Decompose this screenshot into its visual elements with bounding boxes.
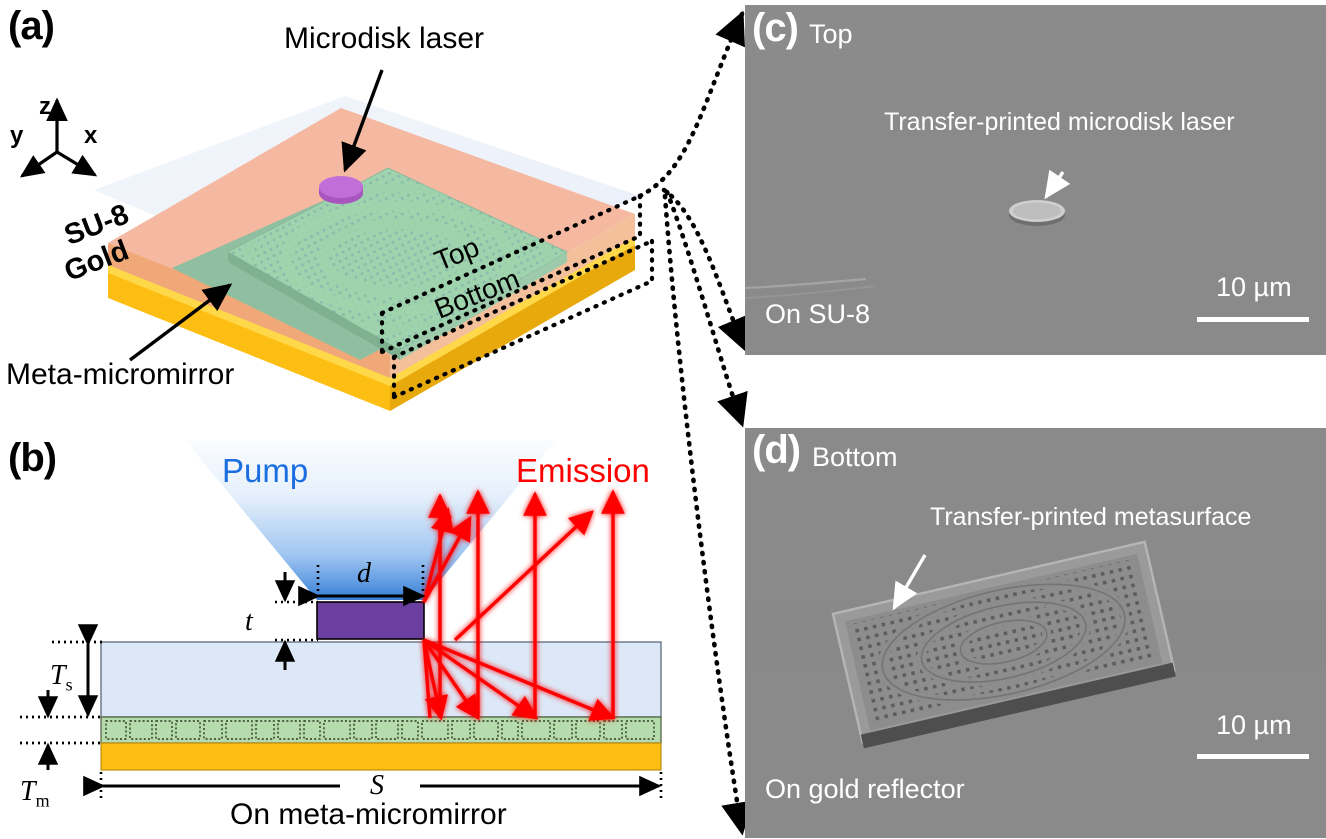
microdisk-pointer-arrow-c [1044, 169, 1071, 200]
metasurface-grating [105, 720, 655, 740]
dim-S [83, 772, 663, 800]
dim-Tm-base: T [20, 776, 36, 807]
gold-front-face [108, 272, 390, 411]
axis-y-label: y [10, 122, 24, 149]
dim-Ts-label: Ts [50, 660, 73, 696]
panel-b-label: (b) [8, 436, 57, 480]
gold-highlight-right [390, 237, 635, 386]
panel-c-scalebar-label: 10 µm [1216, 272, 1292, 302]
axis-triad [19, 97, 98, 178]
panel-d-label: (d) [752, 428, 801, 472]
meta-micromirror-label: Meta-micromirror [6, 358, 235, 391]
panel-a-dotted-outline [379, 193, 655, 400]
panel-a-label: (a) [8, 4, 55, 48]
axis-z-label: z [39, 93, 51, 120]
microdisk-top [319, 176, 363, 198]
metasurface-pointer-arrow-d [892, 554, 927, 611]
gold-layer [100, 742, 662, 771]
dim-Ts [20, 624, 104, 719]
su8-layer [100, 641, 662, 718]
dim-d [298, 565, 426, 607]
gold-highlight-front [108, 265, 390, 386]
dim-d-label: d [357, 558, 371, 589]
axis-x-label: x [84, 122, 98, 149]
panel-d-scalebar-line [1197, 754, 1309, 759]
dim-Tm [20, 741, 104, 770]
panel-c-substrate-note: On SU-8 [765, 299, 871, 329]
panel-b-caption: On meta-micromirror [230, 798, 507, 831]
dim-S-label: S [370, 770, 384, 801]
metasurface-front-edge [228, 252, 400, 360]
panel-c-sublabel: Top [809, 19, 853, 49]
dim-Ts-base: T [50, 660, 66, 691]
panel-d-annotation: Transfer-printed metasurface [930, 503, 1252, 531]
emission-rays [422, 489, 625, 721]
panel-c-label: (c) [752, 6, 799, 50]
su8-right-face [390, 214, 635, 385]
dim-Ts-sub: s [65, 674, 73, 695]
panel-c-scalebar-line [1197, 317, 1309, 322]
su8-front-face [108, 243, 390, 385]
dim-t [274, 572, 318, 670]
microdisk-block [316, 601, 425, 640]
panel-a-title: Microdisk laser [284, 22, 485, 55]
dim-t-label: t [245, 606, 253, 637]
microdisk-laser-arrow [341, 69, 384, 173]
emission-label: Emission [516, 452, 650, 489]
metasurface-chip [831, 540, 1176, 749]
dim-Tm-sub: m [35, 790, 50, 811]
panel-d-sublabel: Bottom [812, 442, 898, 472]
dim-Tm-label: Tm [20, 776, 50, 812]
panel-a-illustration [19, 69, 655, 411]
panel-c-sem-image [744, 5, 1326, 355]
panel-d-substrate-note: On gold reflector [765, 774, 965, 804]
panel-d-scalebar-label: 10 µm [1216, 710, 1292, 740]
sem-noise-c [745, 5, 1326, 300]
pump-cone [185, 440, 556, 600]
pump-label: Pump [222, 452, 309, 489]
meta-micromirror-arrow [128, 283, 233, 362]
panel-c-annotation: Transfer-printed microdisk laser [884, 108, 1235, 136]
leader-lines [637, 10, 754, 836]
panel-b-illustration [20, 440, 663, 800]
panel-d-sem-image [745, 428, 1326, 838]
